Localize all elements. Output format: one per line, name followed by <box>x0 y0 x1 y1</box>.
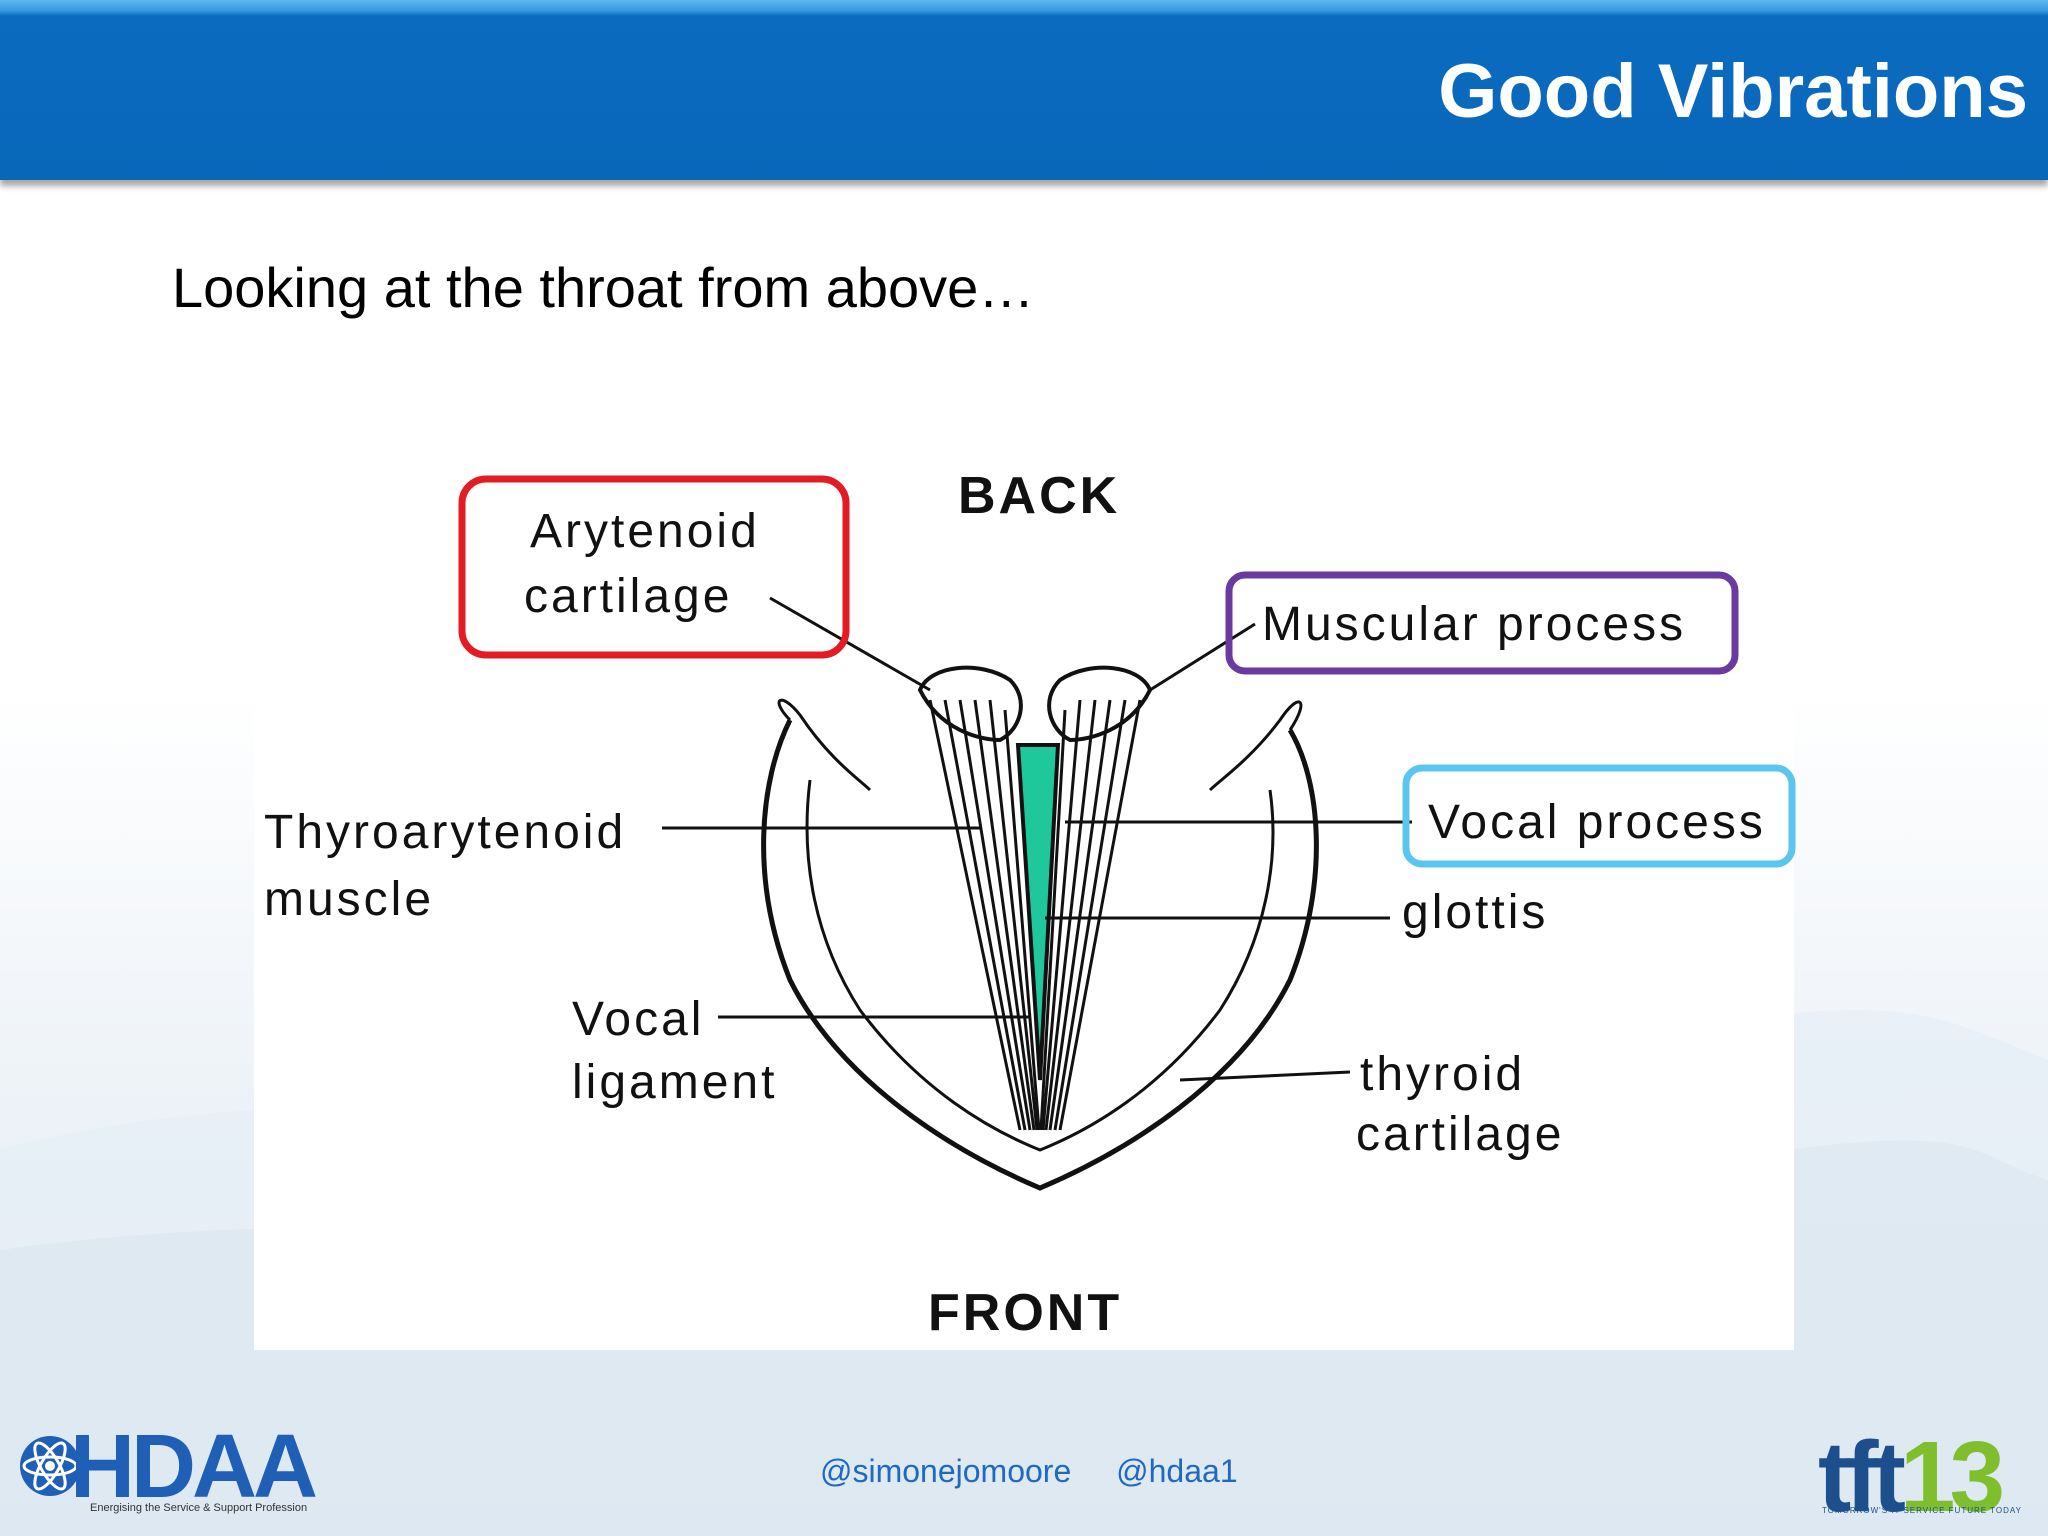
label-front: FRONT <box>928 1284 1122 1342</box>
label-vocal-ligament-1: Vocal <box>572 993 704 1046</box>
label-back: BACK <box>958 467 1120 525</box>
tft13-logo-a: tft <box>1818 1421 1906 1533</box>
arytenoid-left-shape <box>917 665 1023 743</box>
vocal-process-highlight-box <box>1402 764 1796 868</box>
thyroid-cartilage-shape <box>761 718 1319 1191</box>
label-thyroid-1: thyroid <box>1360 1048 1525 1101</box>
slide-subtitle: Looking at the throat from above… <box>172 256 1035 319</box>
title-bar: Good Vibrations <box>0 0 2048 180</box>
glottis-opening <box>1015 743 1061 1081</box>
label-arytenoid-2: cartilage <box>524 570 732 623</box>
slide-title: Good Vibrations <box>1438 49 2028 134</box>
handle-simone[interactable]: @simonejomoore <box>820 1453 1072 1489</box>
label-glottis: glottis <box>1402 886 1548 939</box>
footer-handles: @simonejomoore @hdaa1 <box>820 1453 1274 1490</box>
label-arytenoid-1: Arytenoid <box>530 505 760 558</box>
thyroid-horn-left <box>777 698 872 792</box>
leader-arytenoid <box>769 596 931 692</box>
thyroarytenoid-muscle-right <box>1039 699 1142 1131</box>
tft13-logo: tft13 <box>1818 1420 2005 1535</box>
label-thyroid-2: cartilage <box>1356 1108 1564 1161</box>
thyroarytenoid-muscle-left <box>928 699 1041 1131</box>
label-vocal-process: Vocal process <box>1428 796 1766 849</box>
label-thyroarytenoid-2: muscle <box>264 873 434 926</box>
muscular-process-highlight-box <box>1225 571 1739 675</box>
label-vocal-ligament-2: ligament <box>572 1056 777 1109</box>
arytenoid-right-shape <box>1047 665 1153 743</box>
hdaa-logo-text: HDAA <box>70 1417 318 1517</box>
leader-thyroid <box>1179 1070 1351 1082</box>
handle-hdaa[interactable]: @hdaa1 <box>1116 1453 1238 1489</box>
hdaa-logo-tagline: Energising the Service & Support Profess… <box>90 1502 308 1514</box>
label-thyroarytenoid-1: Thyroarytenoid <box>264 806 626 859</box>
thyroid-horn-right <box>1208 700 1303 792</box>
tft13-logo-b: 13 <box>1899 1421 2005 1533</box>
leader-muscular <box>1149 622 1256 692</box>
label-muscular-process: Muscular process <box>1262 598 1686 651</box>
tft13-logo-tagline: TOMORROW'S IT SERVICE FUTURE TODAY <box>1822 1506 2022 1515</box>
hdaa-atom-icon <box>20 1436 80 1496</box>
arytenoid-highlight-box <box>458 475 850 659</box>
thyroid-cartilage-inner <box>805 779 1275 1152</box>
